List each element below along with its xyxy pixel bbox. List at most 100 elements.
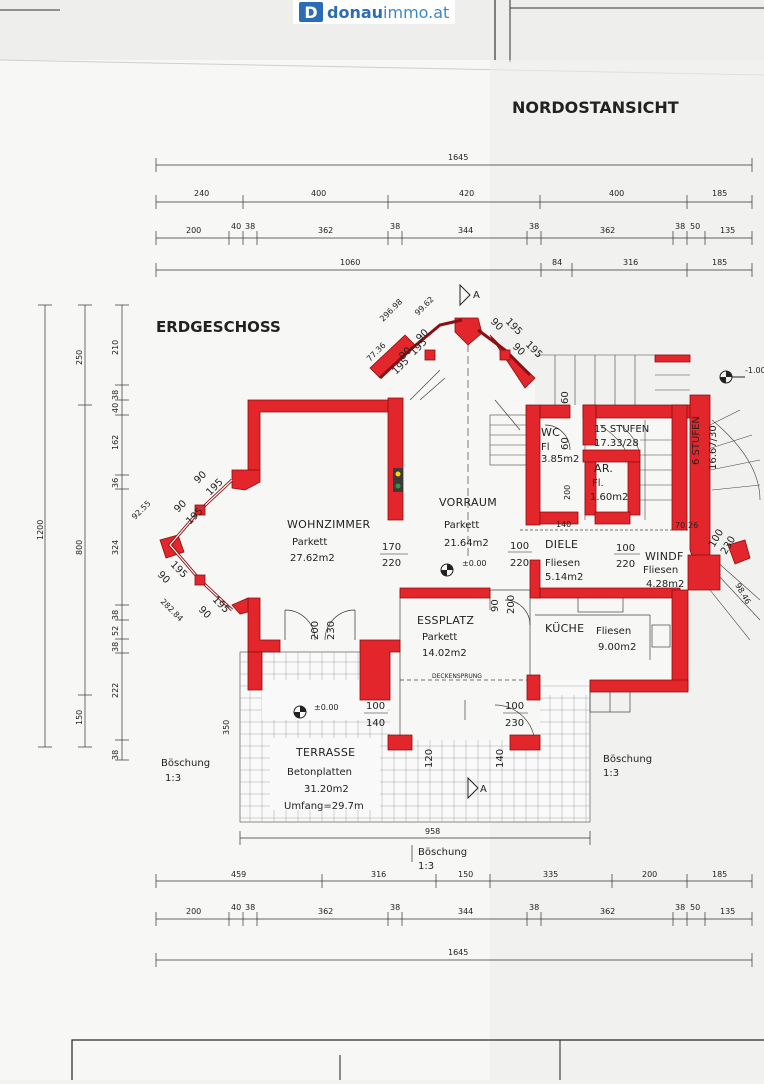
wc-window-height: 60	[560, 437, 571, 450]
slope-right-ratio: 1:3	[603, 768, 619, 779]
dim-top-r3-10: 135	[720, 226, 735, 235]
room-floor-vorraum: Parkett	[444, 520, 479, 531]
room-extra-terrasse: Umfang=29.7m	[284, 801, 364, 812]
room-area-terrasse: 31.20m2	[304, 784, 349, 795]
radiator-symbol	[393, 468, 403, 492]
windf-door-width: 100	[616, 543, 635, 554]
room-area-vorraum: 21.64m2	[444, 538, 489, 549]
stair-main-ratio: 17.33/28	[594, 438, 639, 449]
dim-bot-r1-1: 316	[371, 870, 386, 879]
dim-bot-total: 1645	[448, 948, 468, 957]
room-floor-windf: Fliesen	[643, 565, 678, 576]
terrace-door-width: 200	[310, 621, 321, 640]
svg-text:A: A	[480, 784, 487, 795]
room-floor-wc: Fl	[541, 442, 550, 453]
dim-bot-r2-7: 362	[600, 907, 615, 916]
dim-top-r4-3: 185	[712, 258, 727, 267]
dim-left-minor-5: 324	[111, 540, 120, 555]
ceiling-beam-note: DECKENSPRUNG	[432, 673, 482, 680]
dim-left-minor-10: 38	[111, 750, 120, 760]
dim-bot-r1-4: 200	[642, 870, 657, 879]
dim-top-total: 1645	[448, 153, 468, 162]
dim-top-r3-7: 362	[600, 226, 615, 235]
section-marker-bottom: A	[467, 776, 487, 800]
dim-bot-r2-5: 344	[458, 907, 473, 916]
dim-top-r3-8: 38	[675, 222, 685, 231]
ar-window-width: 140	[556, 520, 571, 529]
room-name-kueche: KÜCHE	[545, 622, 584, 635]
living-door-width: 170	[382, 542, 401, 553]
dim-top-r3-9: 50	[690, 222, 700, 231]
ar-window-height: 200	[563, 485, 572, 500]
terrace-window-width: 100	[366, 701, 385, 712]
brand-logo[interactable]: D donauimmo.at	[293, 0, 456, 24]
room-floor-terrasse: Betonplatten	[287, 767, 352, 778]
dim-left-minor-4: 36	[111, 478, 120, 488]
room-area-essplatz: 14.02m2	[422, 648, 467, 659]
elevation-title: NORDOSTANSICHT	[512, 98, 679, 117]
room-floor-essplatz: Parkett	[422, 632, 457, 643]
dim-bot-r2-0: 200	[186, 907, 201, 916]
dim-terrace-width: 958	[425, 827, 440, 836]
dim-bot-r2-9: 50	[690, 903, 700, 912]
room-floor-diele: Fliesen	[545, 558, 580, 569]
floor-title: ERDGESCHOSS	[156, 318, 281, 336]
dim-bot-r2-3: 362	[318, 907, 333, 916]
dim-bot-r2-8: 38	[675, 903, 685, 912]
dim-left-major-2: 150	[75, 710, 84, 725]
living-door-height: 220	[382, 558, 401, 569]
level-marker-vorraum	[440, 563, 454, 577]
logo-brand-light: immo.at	[383, 2, 450, 22]
room-floor-wohnzimmer: Parkett	[292, 537, 327, 548]
vorraum-level: ±0.00	[462, 559, 487, 568]
dim-left-minor-9: 222	[111, 683, 120, 698]
dim-top-r3-4: 38	[390, 222, 400, 231]
pass-width: 90	[490, 599, 501, 612]
logo-badge: D	[299, 2, 323, 22]
dim-bot-r2-6: 38	[529, 903, 539, 912]
dim-left-total: 1200	[36, 520, 45, 540]
slope-left-label: Böschung	[161, 758, 210, 769]
logo-brand-bold: donau	[327, 2, 384, 22]
dim-top-r3-6: 38	[529, 222, 539, 231]
room-area-wc: 3.85m2	[541, 454, 579, 465]
dim-top-r4-0: 1060	[340, 258, 360, 267]
diele-window-height: 26	[688, 521, 698, 530]
dining-door-width: 100	[505, 701, 524, 712]
dim-bot-r1-2: 150	[458, 870, 473, 879]
dim-bot-r1-3: 335	[543, 870, 558, 879]
room-area-kueche: 9.00m2	[598, 642, 636, 653]
room-area-windf: 4.28m2	[646, 579, 684, 590]
right-level: -1.00	[745, 366, 764, 375]
dim-left-minor-8: 38	[111, 642, 120, 652]
dim-left-minor-0: 210	[111, 340, 120, 355]
dim-top-r3-0: 200	[186, 226, 201, 235]
title-block	[71, 1039, 764, 1084]
slope-bottom-label: Böschung	[418, 847, 467, 858]
top-dimension-chains	[155, 158, 753, 277]
room-name-ar: AR.	[594, 462, 613, 475]
door-swings	[284, 424, 571, 641]
bay-window-width: 120	[424, 749, 435, 768]
terrace-window-height: 140	[366, 718, 385, 729]
svg-text:A: A	[473, 290, 480, 301]
windf-door-height: 220	[616, 559, 635, 570]
dim-bot-r2-4: 38	[390, 903, 400, 912]
room-name-essplatz: ESSPLATZ	[417, 614, 474, 627]
room-name-wc: WC	[541, 426, 560, 439]
room-name-vorraum: VORRAUM	[439, 496, 497, 509]
stair-side-ratio: 16.67/30	[708, 425, 719, 470]
dim-top-r2-0: 240	[194, 189, 209, 198]
dim-top-r4-1: 84	[552, 258, 562, 267]
dim-top-r4-2: 316	[623, 258, 638, 267]
dim-left-minor-6: 38	[111, 610, 120, 620]
interior-floor	[170, 325, 690, 740]
terrace-door-height: 230	[326, 621, 337, 640]
dim-top-r3-5: 344	[458, 226, 473, 235]
dim-top-r3-2: 38	[245, 222, 255, 231]
pass-height: 200	[506, 595, 517, 614]
dim-bot-r2-2: 38	[245, 903, 255, 912]
dim-top-r2-1: 400	[311, 189, 326, 198]
section-marker-top: A	[459, 283, 480, 307]
